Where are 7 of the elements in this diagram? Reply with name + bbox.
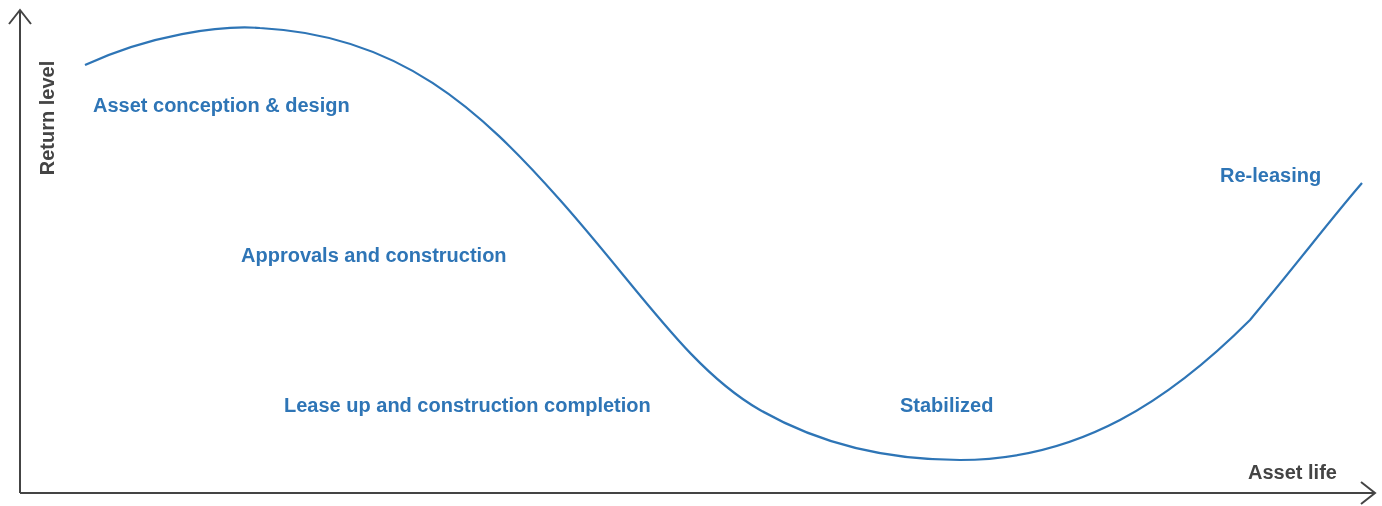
phase-label: Approvals and construction xyxy=(241,243,507,267)
phase-label: Asset conception & design xyxy=(93,93,350,117)
phase-label: Lease up and construction completion xyxy=(284,393,651,417)
phase-label: Re-leasing xyxy=(1220,163,1322,187)
axis-label: Asset life xyxy=(1248,460,1337,484)
phase-label: Stabilized xyxy=(900,393,994,417)
axis-label: Return level xyxy=(35,60,60,176)
